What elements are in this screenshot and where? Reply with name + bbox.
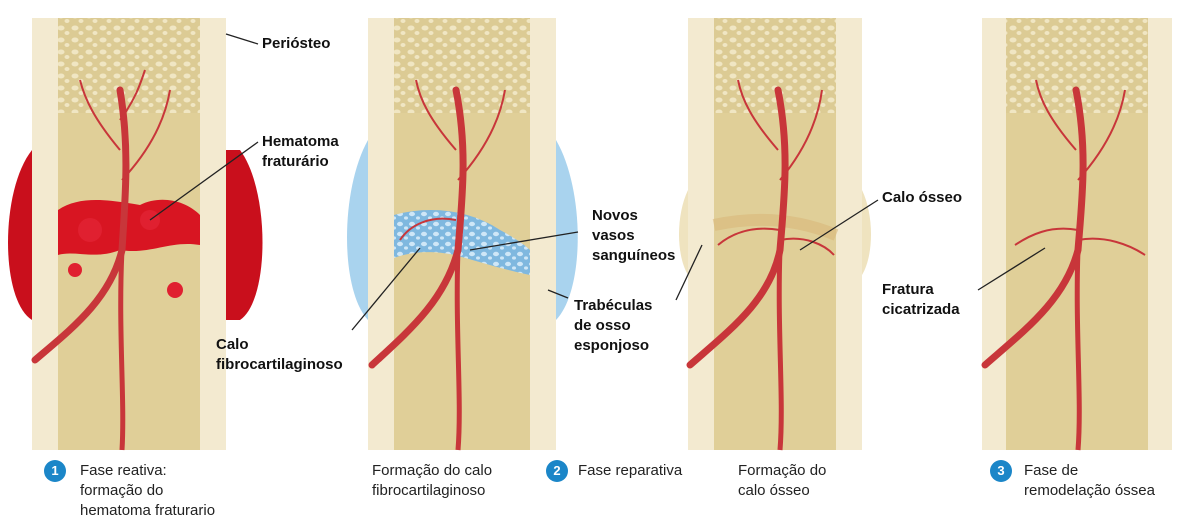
caption-step-1-line-2: formação do [80, 481, 215, 501]
caption-panel-3-line-1: Formação do [738, 461, 826, 481]
label-periosteo: Periósteo [262, 34, 330, 54]
bone-right-cortex [200, 18, 226, 450]
caption-step-2: Fase reparativa [578, 461, 682, 481]
label-hematoma-line-2: fraturário [262, 152, 339, 172]
bone-left-cortex [32, 18, 58, 450]
panel-2-fibrocartilaginous-callus [347, 18, 578, 450]
label-trabeculas: Trabéculas de osso esponjoso [574, 296, 652, 356]
caption-panel-2: Formação do calo fibrocartilaginoso [372, 461, 492, 501]
caption-step-1: Fase reativa: formação do hematoma fratu… [80, 461, 215, 521]
label-novos-vasos-line-3: sanguíneos [592, 246, 675, 266]
label-fratura-line-2: cicatrizada [882, 300, 960, 320]
caption-step-1-line-3: hematoma fraturario [80, 501, 215, 521]
caption-step-1-line-1: Fase reativa: [80, 461, 215, 481]
label-trabeculas-line-2: de osso [574, 316, 652, 336]
label-novos-vasos-line-2: vasos [592, 226, 675, 246]
step-1-badge: 1 [44, 460, 66, 482]
caption-step-3: Fase de remodelação óssea [1024, 461, 1155, 501]
step-2-badge: 2 [546, 460, 568, 482]
label-calo-fibro-line-2: fibrocartilaginoso [216, 355, 343, 375]
caption-step-2-line-1: Fase reparativa [578, 461, 682, 481]
panel-4-remodeled-bone [982, 18, 1172, 450]
label-hematoma-line-1: Hematoma [262, 132, 339, 152]
caption-step-3-line-1: Fase de [1024, 461, 1155, 481]
caption-step-3-line-2: remodelação óssea [1024, 481, 1155, 501]
caption-panel-2-line-1: Formação do calo [372, 461, 492, 481]
caption-panel-3-line-2: calo ósseo [738, 481, 826, 501]
label-fratura-line-1: Fratura [882, 280, 960, 300]
label-novos-vasos-line-1: Novos [592, 206, 675, 226]
caption-panel-3: Formação do calo ósseo [738, 461, 826, 501]
label-hematoma: Hematoma fraturário [262, 132, 339, 172]
panel-1-hematoma [8, 18, 263, 450]
panel-3-bony-callus [679, 18, 871, 450]
label-calo-fibro-line-1: Calo [216, 335, 343, 355]
label-calo-osseo: Calo ósseo [882, 188, 962, 208]
label-calo-fibro: Calo fibrocartilaginoso [216, 335, 343, 375]
label-fratura: Fratura cicatrizada [882, 280, 960, 320]
label-novos-vasos: Novos vasos sanguíneos [592, 206, 675, 266]
caption-panel-2-line-2: fibrocartilaginoso [372, 481, 492, 501]
label-trabeculas-line-3: esponjoso [574, 336, 652, 356]
step-3-badge: 3 [990, 460, 1012, 482]
label-trabeculas-line-1: Trabéculas [574, 296, 652, 316]
leader-periosteo [226, 34, 258, 44]
spongy-bone [58, 18, 200, 113]
